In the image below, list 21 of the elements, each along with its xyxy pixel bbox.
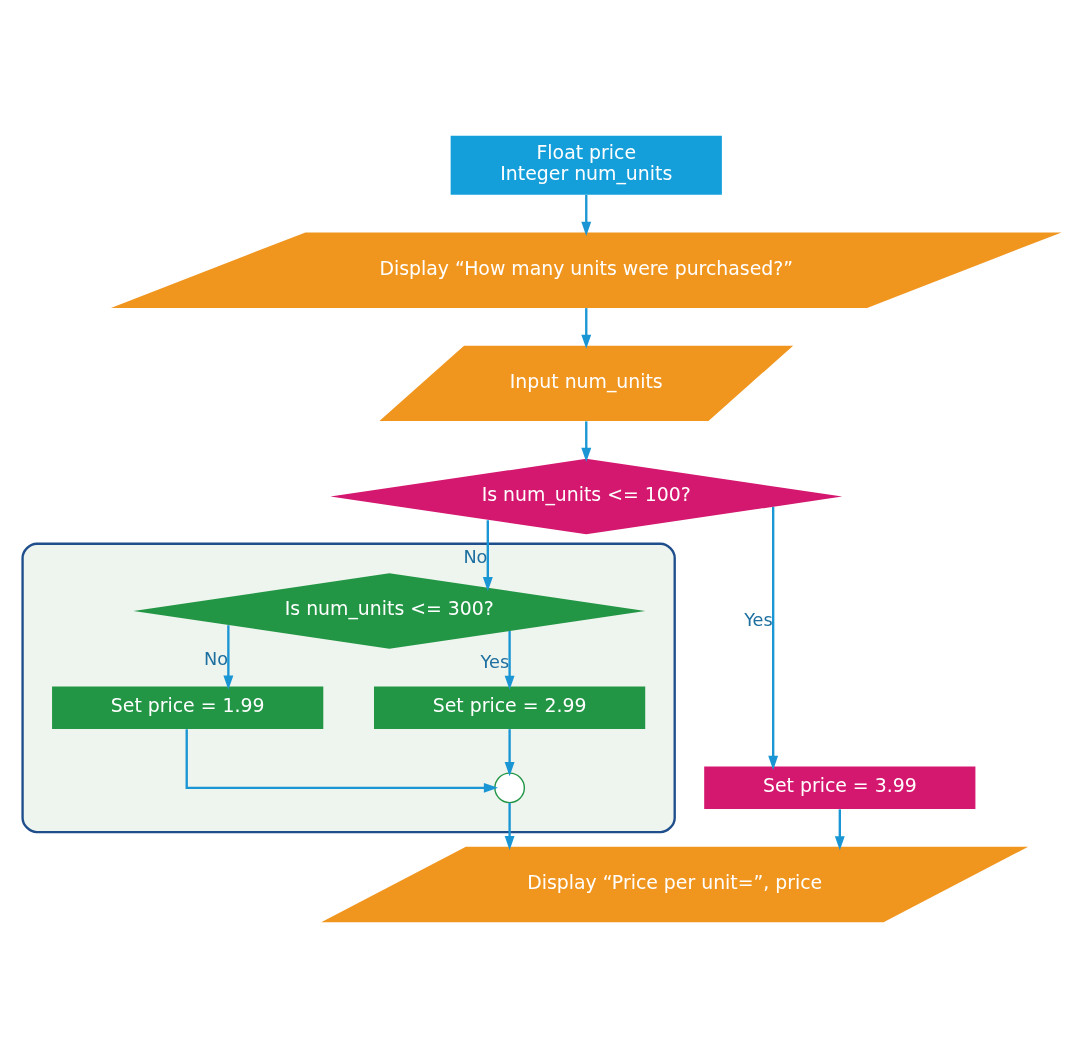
arrow — [581, 420, 592, 462]
node-box: Set price = 3.99 — [704, 766, 976, 809]
node-circle — [494, 771, 526, 803]
arrow — [223, 624, 234, 690]
arrow — [581, 194, 592, 236]
node-box: Float price Integer num_units — [450, 135, 722, 195]
arrow — [768, 506, 779, 770]
arrow — [504, 802, 515, 850]
arrow — [834, 808, 845, 850]
node-box: Set price = 2.99 — [374, 685, 646, 729]
node-box: Set price = 1.99 — [52, 685, 324, 729]
edge-label: No — [203, 648, 228, 669]
node-diamond: Is num_units <= 100? — [330, 458, 843, 534]
cluster — [21, 542, 676, 833]
arrow — [185, 728, 499, 793]
edge-label: Yes — [744, 609, 773, 630]
edge-label: No — [463, 546, 488, 567]
arrow — [581, 307, 592, 349]
arrow — [482, 519, 493, 591]
arrow — [504, 630, 515, 690]
arrow — [504, 728, 515, 776]
